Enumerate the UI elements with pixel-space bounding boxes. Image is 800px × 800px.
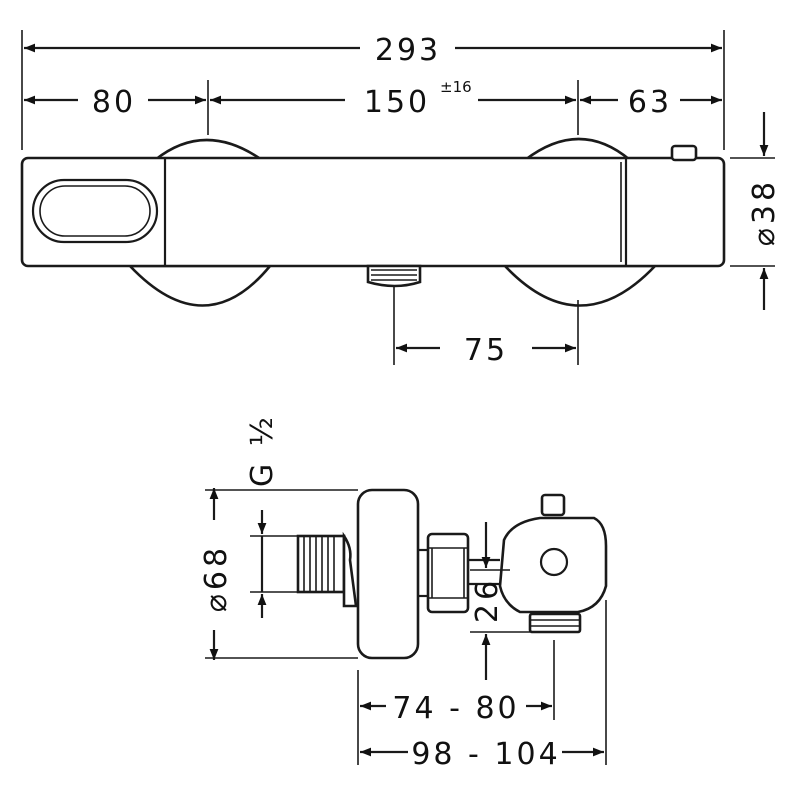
spindle-circle xyxy=(539,547,569,577)
dim-right-section: 63 xyxy=(628,85,672,120)
wall-rosette xyxy=(356,488,420,660)
dim-center-tolerance: ±16 xyxy=(440,78,472,96)
dim-thread-label: G ½ xyxy=(245,413,280,487)
safety-button xyxy=(670,144,698,162)
valve-body xyxy=(498,516,608,614)
dim-depth-max: 98 - 104 xyxy=(411,737,560,772)
dim-overall-width: 293 xyxy=(375,33,441,68)
temperature-handle-oval-inner xyxy=(39,185,151,237)
dim-outlet-height: 26 xyxy=(470,577,505,623)
dim-outlet-spacing: 75 xyxy=(464,333,508,368)
dim-center-section: 150 xyxy=(364,85,430,120)
outlet-nipple xyxy=(366,264,422,288)
top-button xyxy=(540,493,566,517)
dim-depth-min: 74 - 80 xyxy=(392,691,519,726)
dim-diameter-68: ⌀68 xyxy=(199,544,234,612)
dim-diameter-38: ⌀38 xyxy=(747,178,782,246)
side-view: ⌀68 G ½ 26 74 - 80 98 - 104 xyxy=(199,413,608,772)
top-view: 293 80 150 ±16 63 ⌀38 75 xyxy=(20,30,782,368)
rosette-right xyxy=(501,137,659,307)
threaded-inlet xyxy=(296,531,358,608)
bottom-outlet xyxy=(528,612,582,634)
temperature-handle-oval xyxy=(31,178,159,244)
dim-left-section: 80 xyxy=(92,85,136,120)
hex-nut xyxy=(418,532,470,614)
mixer-body xyxy=(20,156,726,268)
